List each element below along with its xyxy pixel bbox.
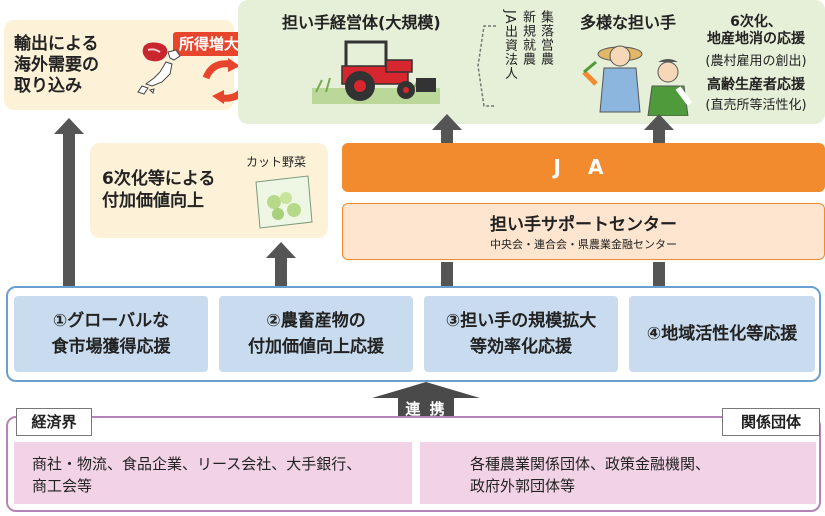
sixth-industry-sub: (農村雇用の創出): [705, 54, 807, 69]
arrow-to-export-shaft: [63, 132, 75, 286]
arrow-to-value-add-head: [266, 242, 296, 258]
cut-vegetable-label: カット野菜: [246, 155, 307, 169]
meat-icon: [142, 42, 168, 62]
arrow-to-farm-head: [432, 114, 462, 130]
cooperation-label: 連 携: [405, 400, 447, 418]
income-increase-badge: 所得増大: [173, 32, 245, 56]
business-label-tab: 経済界: [16, 408, 92, 436]
arrow-to-value-add-shaft: [275, 256, 287, 286]
initiative-regional-revitalization: ④地域活性化等応援: [629, 296, 815, 372]
bracket-icon: [477, 25, 496, 107]
japan-map-icon: [137, 49, 181, 95]
arrow-to-diverse-head: [644, 114, 674, 130]
related-label-tab: 関係団体: [722, 408, 820, 436]
business-box: [14, 442, 412, 504]
support-center-box: [342, 203, 825, 260]
farmers-icon: [582, 45, 693, 116]
farm-type-shuraku: 集落営農: [538, 10, 553, 66]
support-center-title: 担い手サポートセンター: [490, 215, 677, 235]
elderly-support-sub: (直売所等活性化): [705, 98, 807, 113]
initiative-scale-expansion: ③担い手の規模拡大等効率化応援: [424, 296, 618, 372]
arrow-to-farm-shaft: [441, 130, 453, 143]
arrow-support-to-farm: [441, 262, 453, 288]
sixth-industry-support: 6次化、 地産地消の応援: [707, 14, 805, 47]
initiative-value-add: ②農畜産物の付加価値向上応援: [219, 296, 413, 372]
related-box: [420, 442, 816, 504]
ja-bar: J A: [342, 143, 825, 192]
tractor-icon: [312, 40, 440, 104]
farm-title: 担い手経営体(大規模): [282, 13, 441, 32]
farm-type-ja-houjin: JA出資法人: [502, 10, 517, 81]
cut-vegetable-bag-icon: [255, 175, 313, 229]
value-add-title: 6次化等による 付加価値向上: [102, 169, 216, 211]
diverse-title: 多様な担い手: [580, 13, 677, 32]
arrow-support-to-diverse: [653, 262, 665, 288]
elderly-support: 高齢生産者応援: [707, 77, 805, 93]
related-members: 各種農業関係団体、政策金融機関、 政府外郭団体等: [470, 455, 711, 495]
support-center-subtitle: 中央会・連合会・県農業金融センター: [490, 238, 677, 251]
arrow-to-export-head: [54, 118, 84, 134]
initiative-global-market: ①グローバルな食市場獲得応援: [14, 296, 208, 372]
business-members: 商社・物流、食品企業、リース会社、大手銀行、 商工会等: [32, 455, 362, 495]
farm-type-shinki: 新規就農: [520, 10, 535, 66]
arrow-to-diverse-shaft: [653, 130, 665, 143]
export-title: 輸出による 海外需要の 取り込み: [14, 34, 99, 96]
